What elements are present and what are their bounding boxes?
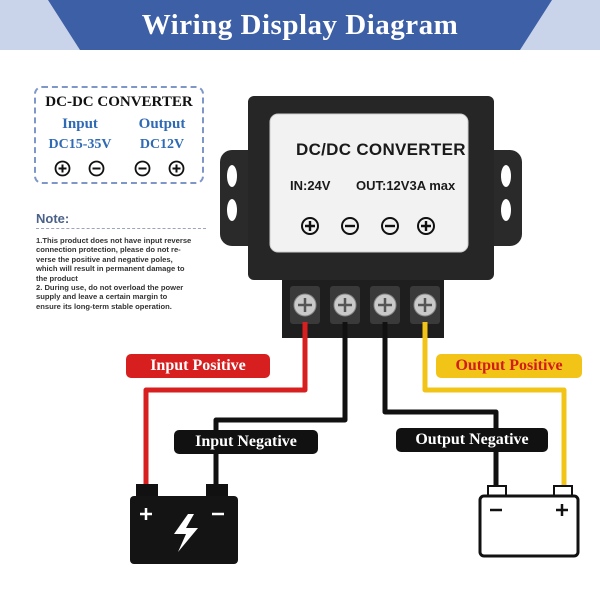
input-battery	[130, 484, 238, 564]
wire-output-negative	[382, 322, 499, 496]
mount-hole-right	[501, 165, 511, 187]
terminal-screw	[290, 286, 320, 324]
page-title: Wiring Display Diagram	[141, 9, 459, 41]
input-negative-label: Input Negative	[174, 430, 318, 454]
mount-hole-left	[227, 165, 237, 187]
minus-icon	[134, 160, 151, 177]
minus-icon	[381, 217, 399, 235]
note-line: the product	[36, 273, 78, 283]
plus-icon	[417, 217, 435, 235]
converter-device	[220, 96, 522, 338]
note-line: 2. During use, do not overload the power	[36, 283, 184, 293]
plus-icon	[54, 160, 71, 177]
device-input-rating: IN:24V	[290, 178, 331, 193]
plus-icon	[140, 508, 152, 520]
mount-hole-left	[227, 199, 237, 221]
note-text: 1.This product does not have input rever…	[36, 236, 210, 311]
spec-output-label: Output	[138, 116, 186, 132]
terminal-screw	[370, 286, 400, 324]
terminal-screw	[410, 286, 440, 324]
output-battery	[478, 485, 580, 558]
wire-input-negative	[213, 322, 348, 496]
header-banner: Wiring Display Diagram	[0, 0, 600, 50]
plus-icon	[168, 160, 185, 177]
wire-input-positive	[143, 322, 308, 496]
wire-output-positive	[422, 322, 567, 496]
note-line: which will result in permanent damage to	[36, 264, 185, 274]
note-line: 1.This product does not have input rever…	[36, 236, 192, 245]
device-output-rating: OUT:12V3A max	[356, 178, 456, 193]
spec-input-column: Input DC15-35V	[40, 116, 120, 153]
input-positive-label: Input Positive	[126, 354, 270, 378]
terminal-screw	[330, 286, 360, 324]
note-line: supply and leave a certain margin to	[36, 292, 168, 302]
spec-input-value: DC15-35V	[48, 137, 112, 152]
spec-output-column: Output DC12V	[122, 116, 202, 153]
minus-icon	[341, 217, 359, 235]
note-line: verse the positive and negative poles,	[36, 254, 173, 264]
plus-icon	[556, 504, 568, 516]
output-negative-label: Output Negative	[396, 428, 548, 452]
output-positive-label: Output Positive	[436, 354, 582, 378]
mount-hole-right	[501, 199, 511, 221]
note-heading: Note:	[36, 211, 70, 226]
spec-input-label: Input	[62, 116, 98, 132]
minus-icon	[88, 160, 105, 177]
mount-flange-right	[490, 150, 522, 246]
note-divider	[36, 228, 206, 230]
wires	[143, 322, 567, 496]
lightning-icon	[174, 514, 198, 552]
note-section: Note: 1.This product does not have input…	[36, 211, 210, 311]
device-title: DC/DC CONVERTER	[296, 140, 466, 159]
note-line: ensure its long-term stable operation.	[36, 301, 172, 311]
spec-box: DC-DC CONVERTER Input DC15-35V Output DC…	[34, 86, 204, 184]
plus-icon	[301, 217, 319, 235]
note-line: connection protection, please do not re-	[36, 245, 181, 255]
converter-label-plate	[269, 113, 469, 253]
spec-heading: DC-DC CONVERTER	[45, 94, 193, 110]
header-background	[0, 0, 600, 50]
spec-output-value: DC12V	[139, 137, 185, 152]
mount-flange-left	[220, 150, 252, 246]
